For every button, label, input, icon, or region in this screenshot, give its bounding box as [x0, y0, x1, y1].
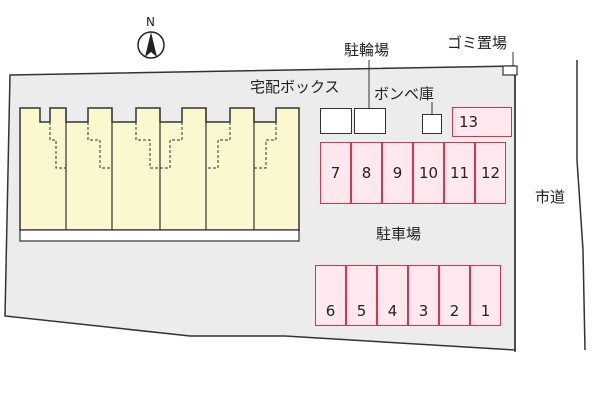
- parking-space: 10: [413, 142, 444, 204]
- parking-space-number: 4: [387, 302, 398, 320]
- parking-space: 6: [315, 265, 346, 326]
- delivery-box-label: 宅配ボックス: [250, 78, 340, 96]
- parking-space: 7: [320, 142, 351, 204]
- parking-space-number: 5: [356, 302, 367, 320]
- north-arrow-icon: [137, 31, 165, 59]
- parking-space: 9: [382, 142, 413, 204]
- parking-space-number: 8: [361, 164, 372, 182]
- bicycle-parking-label: 駐輪場: [344, 41, 390, 59]
- parking-space: 4: [377, 265, 408, 326]
- parking-space-number: 3: [418, 302, 429, 320]
- road-edge-right: [576, 60, 586, 351]
- parking-space: 2: [439, 265, 470, 326]
- parking-space-number: 6: [325, 302, 336, 320]
- bicycle-parking-box: [354, 108, 386, 134]
- parking-space-number: 10: [418, 164, 439, 182]
- parking-space: 11: [444, 142, 475, 204]
- parking-space-number: 1: [480, 302, 491, 320]
- delivery-box: [320, 108, 352, 134]
- garbage-station-label: ゴミ置場: [447, 34, 508, 52]
- parking-space: 8: [351, 142, 382, 204]
- apartment-building: [19, 107, 300, 242]
- garbage-station-box: [502, 65, 518, 76]
- parking-space-13-number: 13: [459, 113, 479, 131]
- parking-space: 12: [475, 142, 506, 204]
- gas-cylinder-storage-label: ボンベ庫: [374, 85, 435, 103]
- parking-space: 3: [408, 265, 439, 326]
- city-road-label: 市道: [535, 188, 566, 206]
- north-label: N: [146, 15, 155, 29]
- parking-space: 5: [346, 265, 377, 326]
- parking-space-13: 13: [452, 107, 512, 137]
- parking-space-number: 9: [392, 164, 403, 182]
- parking-space: 1: [470, 265, 501, 326]
- parking-lot-label: 駐車場: [376, 225, 422, 243]
- parking-space-number: 12: [480, 164, 501, 182]
- gas-cylinder-box: [422, 114, 442, 134]
- parking-space-number: 11: [449, 164, 470, 182]
- parking-space-number: 2: [449, 302, 460, 320]
- parking-space-number: 7: [330, 164, 341, 182]
